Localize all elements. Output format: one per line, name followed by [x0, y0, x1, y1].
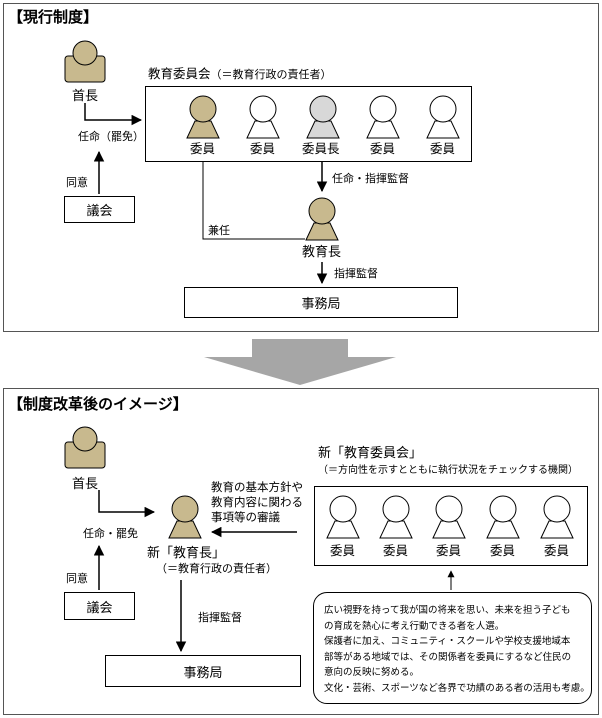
current-office-box: 事務局	[184, 287, 458, 318]
reform-member-icon-1	[326, 495, 360, 539]
current-member-icon-4	[366, 95, 400, 139]
reform-member-icon-2	[379, 495, 413, 539]
reform-member-label-2: 委員	[383, 543, 409, 558]
reform-panel	[3, 388, 599, 715]
reform-office-box: 事務局	[105, 655, 301, 687]
reform-appoint-arrow	[98, 490, 156, 518]
reform-member-label-4: 委員	[490, 543, 516, 558]
current-member-label-1: 委員	[190, 141, 216, 156]
reform-member-label-3: 委員	[436, 543, 462, 558]
reform-callout-line-1: 広い視野を持って我が国の将来を思い、未来を担う子ども	[324, 605, 571, 616]
current-head-label: 首長	[72, 89, 99, 104]
reform-board-note: （＝方向性を示すとともに執行状況をチェックする機関）	[318, 465, 578, 476]
reform-member-icon-4	[486, 495, 520, 539]
current-member-icon-2	[246, 95, 280, 139]
current-board-title: 教育委員会（＝教育行政の責任者）	[148, 66, 332, 81]
reform-callout-line-2: の育成を熱心に考え行動できる者を人選。	[324, 620, 505, 632]
reform-member-label-5: 委員	[544, 543, 570, 558]
reform-council-box: 議会	[64, 592, 135, 620]
current-board-note: （＝教育行政の責任者）	[210, 68, 332, 81]
reform-superintendent-icon	[168, 495, 202, 539]
current-office-label: 事務局	[301, 297, 341, 312]
current-chair-icon	[306, 95, 340, 139]
reform-consent-label: 同意	[66, 572, 88, 585]
reform-deliberation-line-3: 事項等の審議	[211, 510, 280, 524]
current-member-label-3: 委員長	[302, 141, 340, 156]
reform-supervise-label: 指揮監督	[198, 611, 242, 624]
current-member-label-4: 委員	[370, 141, 396, 156]
current-member-icon-1	[186, 95, 220, 139]
current-concurrent-line	[202, 162, 305, 240]
current-heading: 【現行制度】	[8, 8, 99, 26]
current-concurrent-label: 兼任	[208, 224, 230, 237]
reform-callout-line-4: 部等がある地域では、その関係者を委員にするなど住民の	[324, 651, 572, 663]
current-superintendent-label: 教育長	[302, 245, 342, 260]
reform-callout-line-5: 意向の反映に努める。	[324, 667, 420, 678]
reform-member-icon-5	[540, 495, 574, 539]
reform-callout: 広い視野を持って我が国の将来を思い、未来を担う子ども の育成を熱心に考え行動でき…	[313, 592, 592, 704]
reform-head-icon	[64, 426, 106, 469]
current-council-box: 議会	[64, 196, 135, 223]
reform-member-label-1: 委員	[330, 543, 356, 558]
current-member-label-2: 委員	[250, 141, 276, 156]
current-member-label-5: 委員	[430, 141, 456, 156]
reform-callout-line-6: 文化・芸術、スポーツなど各界で功績のある者の活用も考慮。	[324, 682, 590, 694]
reform-council-label: 議会	[86, 600, 113, 616]
reform-member-icon-3	[432, 495, 466, 539]
current-direct-label: 任命・指揮監督	[332, 172, 409, 185]
reform-deliberation-line-1: 教育の基本方針や	[211, 480, 303, 494]
current-member-icon-5	[426, 95, 460, 139]
current-superintendent-icon	[305, 197, 339, 241]
reform-superintendent-label: 新「教育長」	[147, 546, 226, 561]
reform-callout-line-3: 保護者に加え、コミュニティ・スクールや学校支援地域本	[324, 636, 571, 647]
reform-head-label: 首長	[72, 477, 99, 492]
current-appoint-arrow	[84, 103, 143, 126]
reform-heading: 【制度改革後のイメージ】	[8, 395, 188, 413]
current-consent-label: 同意	[66, 176, 88, 189]
reform-superintendent-note: （＝教育行政の責任者）	[156, 562, 277, 575]
reform-board-title: 新「教育委員会」	[318, 446, 423, 461]
current-appoint-label: 任命（罷免）	[78, 130, 144, 143]
transition-arrow	[204, 339, 396, 385]
reform-deliberation-line-2: 教育内容に関わる	[211, 495, 303, 509]
reform-office-label: 事務局	[183, 665, 223, 681]
current-board-name: 教育委員会	[148, 66, 211, 81]
current-council-label: 議会	[86, 204, 113, 219]
current-head-icon	[64, 40, 106, 83]
current-supervise-label: 指揮監督	[334, 267, 378, 280]
reform-appoint-label: 任命・罷免	[83, 527, 138, 540]
current-system-panel	[3, 3, 599, 332]
